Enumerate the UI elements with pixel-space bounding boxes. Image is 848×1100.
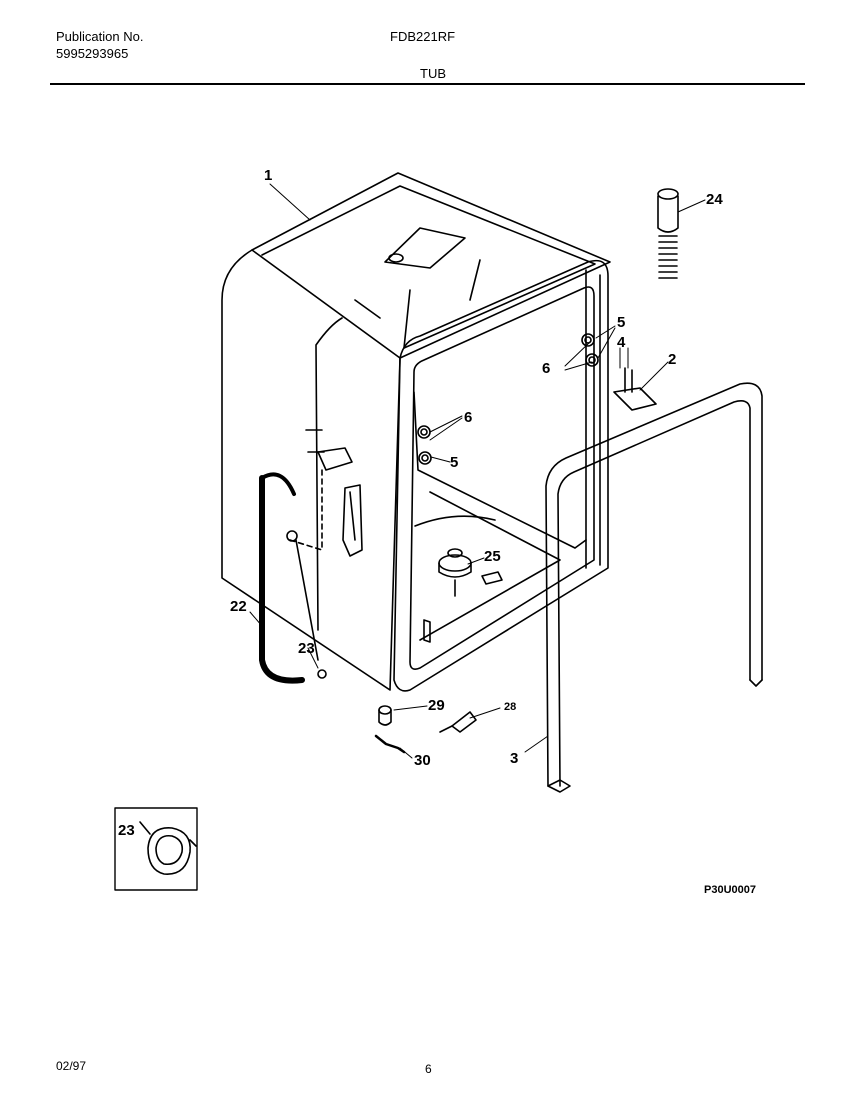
callout-1: 1 xyxy=(264,167,272,184)
drain-hose xyxy=(259,472,305,684)
callout-23: 23 xyxy=(298,640,315,657)
callout-23-inset: 23 xyxy=(118,822,135,839)
publication-number: 5995293965 xyxy=(56,46,129,61)
model-number: FDB221RF xyxy=(390,29,456,44)
fastener-group xyxy=(417,333,599,465)
callout-25: 25 xyxy=(484,548,501,565)
publication-date: 02/97 xyxy=(56,1059,87,1073)
callout-5-lower: 5 xyxy=(450,454,458,471)
callout-3: 3 xyxy=(510,750,518,767)
hinge-bracket xyxy=(613,367,657,411)
inset-clamp xyxy=(114,807,198,891)
callout-2: 2 xyxy=(668,351,676,368)
publication-label: Publication No. xyxy=(56,29,144,44)
header-rule xyxy=(50,83,805,85)
callout-24: 24 xyxy=(706,191,723,208)
section-title: TUB xyxy=(420,66,446,81)
figure-code: P30U0007 xyxy=(704,884,756,896)
callout-6-lower: 6 xyxy=(464,409,472,426)
callout-30: 30 xyxy=(414,752,431,769)
page-number: 6 xyxy=(425,1062,432,1076)
callout-4: 4 xyxy=(617,334,626,351)
door-gasket xyxy=(545,382,763,793)
callout-5-upper: 5 xyxy=(617,314,625,331)
callout-28: 28 xyxy=(504,701,516,713)
callout-22: 22 xyxy=(230,598,247,615)
spring-plunger xyxy=(657,188,679,279)
tub-body xyxy=(221,172,611,692)
small-parts xyxy=(374,705,477,754)
callout-6-upper: 6 xyxy=(542,360,550,377)
callout-29: 29 xyxy=(428,697,445,714)
